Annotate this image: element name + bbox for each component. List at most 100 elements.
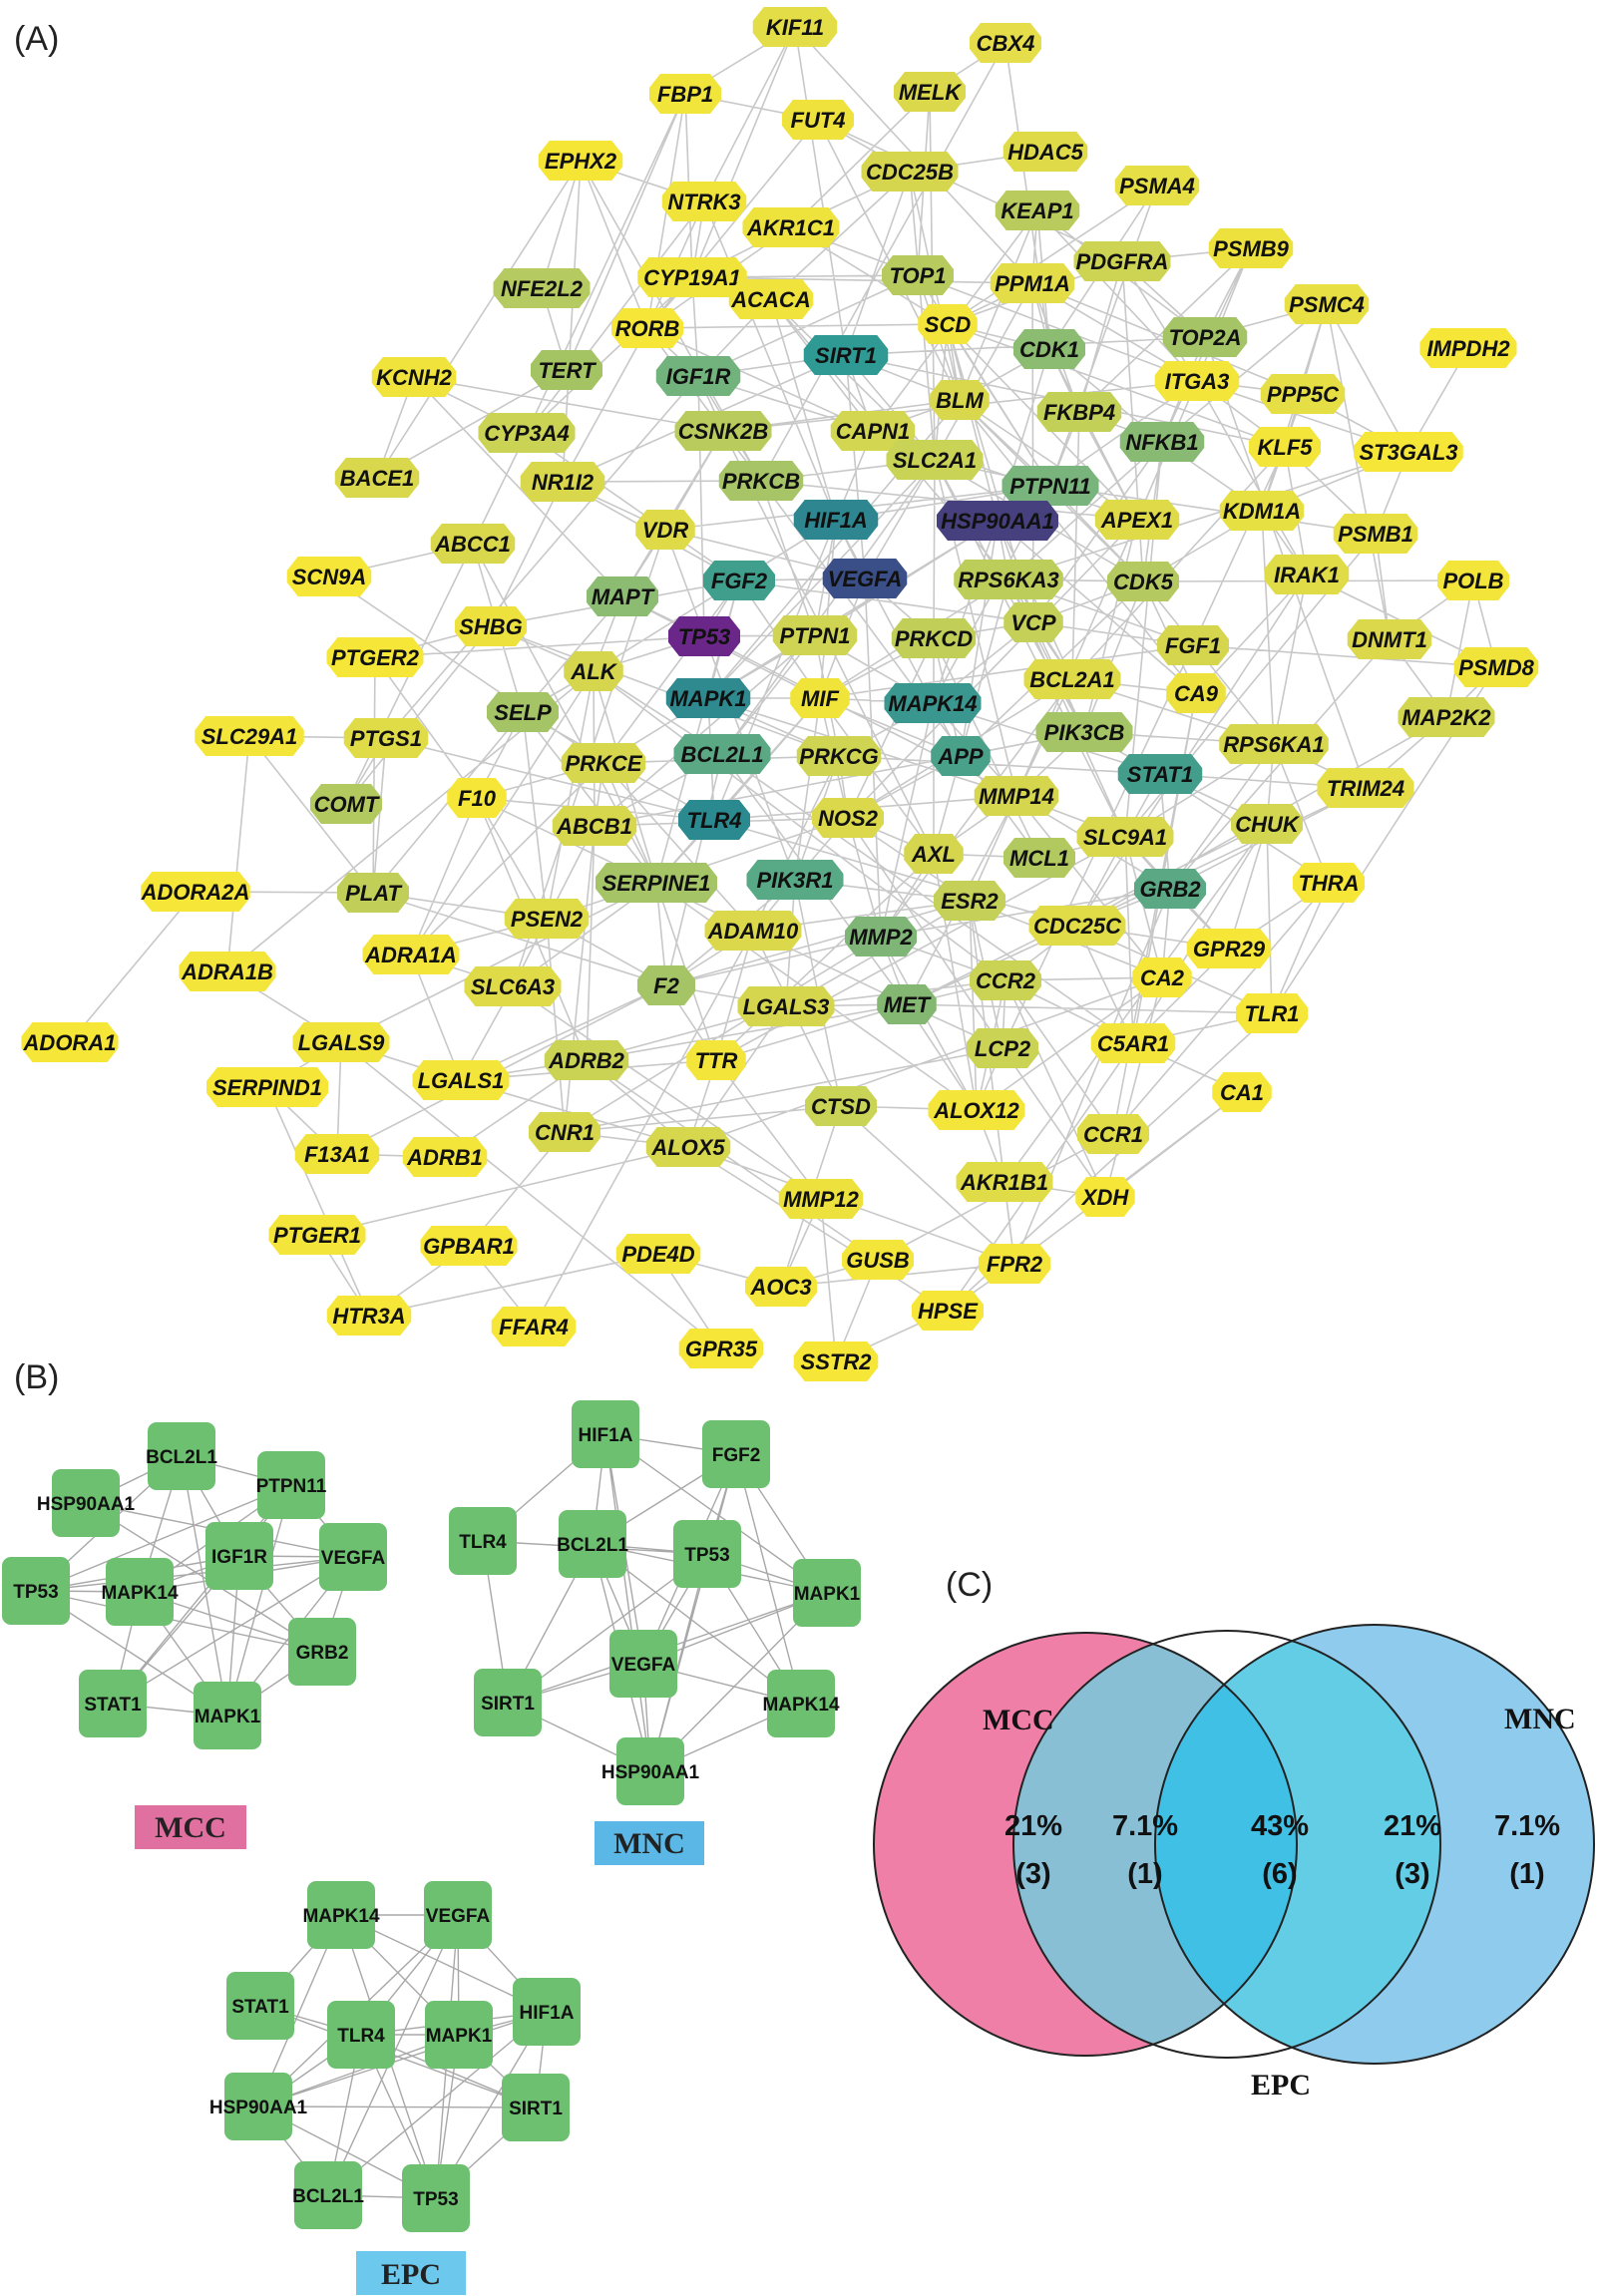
node-shape	[665, 678, 751, 718]
node-shape	[1398, 697, 1495, 737]
gene-node-abcc1: ABCC1	[430, 524, 516, 564]
node-shape	[1419, 328, 1517, 368]
gene-node-slc9a1: SLC9A1	[1076, 817, 1174, 857]
cluster-node-tlr4: TLR4	[449, 1507, 517, 1575]
cluster-node-hif1a: HIF1A	[572, 1400, 639, 1468]
node-shape	[334, 458, 420, 498]
gene-node-mapk14: MAPK14	[884, 683, 982, 723]
node-shape	[1260, 374, 1346, 414]
node-shape	[206, 1067, 328, 1107]
gene-node-serpine1: SERPINE1	[596, 863, 717, 903]
gene-node-impdh2: IMPDH2	[1419, 328, 1517, 368]
node-label: SSTR2	[801, 1349, 873, 1374]
node-label: NOS2	[818, 806, 879, 831]
gene-node-vegfa: VEGFA	[822, 559, 908, 598]
node-label: MCL1	[1009, 846, 1069, 871]
node-shape	[990, 263, 1075, 303]
node-shape	[1003, 838, 1075, 878]
node-shape	[430, 524, 516, 564]
node-shape	[1231, 804, 1303, 844]
node-shape	[1264, 555, 1350, 594]
node-shape	[447, 778, 507, 818]
node-label: CBX4	[977, 31, 1035, 56]
node-label: APEX1	[1100, 508, 1173, 533]
node-shape	[529, 1112, 600, 1152]
node-label: ST3GAL3	[1359, 440, 1457, 465]
gene-node-tp53: TP53	[668, 616, 740, 656]
node-label: SCN9A	[292, 565, 367, 589]
cluster-node-label: SIRT1	[481, 1694, 535, 1715]
gene-node-adam10: ADAM10	[704, 911, 802, 951]
node-shape	[954, 560, 1063, 599]
node-shape	[882, 255, 954, 295]
node-shape	[343, 718, 429, 758]
node-label: AKR1B1	[960, 1170, 1048, 1195]
node-label: PRKCB	[722, 469, 800, 494]
node-shape	[1076, 817, 1174, 857]
gene-node-bcl2a1: BCL2A1	[1023, 659, 1121, 699]
gene-node-ptger1: PTGER1	[268, 1215, 366, 1255]
node-shape	[1212, 1072, 1272, 1112]
node-shape	[564, 651, 623, 691]
cluster-node-tp53: TP53	[402, 2164, 470, 2232]
cluster-node-label: HIF1A	[520, 2003, 575, 2024]
node-shape	[793, 500, 879, 540]
node-label: TRIM24	[1327, 776, 1404, 801]
gene-node-shbg: SHBG	[455, 606, 527, 646]
cluster-node-vegfa: VEGFA	[609, 1630, 677, 1698]
node-label: MAP2K2	[1401, 705, 1491, 730]
node-label: PPM1A	[995, 271, 1070, 296]
gene-node-htr3a: HTR3A	[326, 1296, 412, 1336]
cluster-label-mcc: MCC	[155, 1811, 226, 1844]
gene-node-psma4: PSMA4	[1114, 166, 1200, 205]
gene-node-ppm1a: PPM1A	[990, 263, 1075, 303]
gene-node-abcb1: ABCB1	[552, 806, 637, 846]
cluster-node-box	[226, 1972, 294, 2040]
node-shape	[1284, 284, 1370, 324]
gene-node-fgf1: FGF1	[1157, 625, 1229, 665]
gene-node-ephx2: EPHX2	[538, 141, 623, 181]
gene-node-nos2: NOS2	[812, 798, 884, 838]
gene-node-cdc25c: CDC25C	[1028, 906, 1126, 946]
gene-node-trim24: TRIM24	[1317, 768, 1414, 808]
node-label: NR1I2	[532, 470, 595, 495]
node-shape	[673, 734, 771, 774]
cluster-label-mcc-box: MCC	[135, 1805, 246, 1849]
cluster-node-bcl2l1: BCL2L1	[557, 1510, 628, 1578]
gene-node-map2k2: MAP2K2	[1398, 697, 1495, 737]
cluster-node-mapk14: MAPK14	[101, 1558, 179, 1626]
cluster-node-box	[449, 1507, 517, 1575]
node-shape	[326, 637, 424, 677]
node-label: MMP14	[979, 784, 1054, 809]
node-shape	[931, 736, 991, 776]
node-shape	[772, 615, 858, 655]
node-shape	[1236, 993, 1308, 1033]
cluster-node-grb2: GRB2	[288, 1618, 356, 1686]
node-label: VEGFA	[828, 567, 903, 591]
node-shape	[286, 557, 372, 596]
node-shape	[1317, 768, 1414, 808]
node-shape	[970, 960, 1041, 1000]
cluster-node-sirt1: SIRT1	[502, 2074, 570, 2141]
node-shape	[742, 207, 840, 247]
node-label: ITGA3	[1165, 369, 1230, 394]
node-label: ALK	[570, 659, 617, 684]
cluster-node-box	[307, 1881, 375, 1949]
gene-node-polb: POLB	[1437, 561, 1509, 600]
node-label: VCP	[1010, 610, 1056, 635]
cluster-node-label: HIF1A	[579, 1425, 633, 1446]
venn-label-mcc: MCC	[983, 1704, 1054, 1736]
node-label: BCL2A1	[1029, 667, 1115, 692]
cluster-node-label: MAPK1	[195, 1707, 261, 1727]
gene-node-blm: BLM	[930, 380, 990, 420]
node-label: PTGS1	[350, 726, 422, 751]
cluster-node-box	[424, 1881, 492, 1949]
node-shape	[1249, 427, 1321, 467]
cluster-label-mnc-bg	[595, 1821, 704, 1865]
gene-node-slc2a1: SLC2A1	[886, 440, 984, 480]
node-shape	[1157, 625, 1229, 665]
node-label: CDC25B	[866, 160, 954, 185]
gene-node-ptger2: PTGER2	[326, 637, 424, 677]
